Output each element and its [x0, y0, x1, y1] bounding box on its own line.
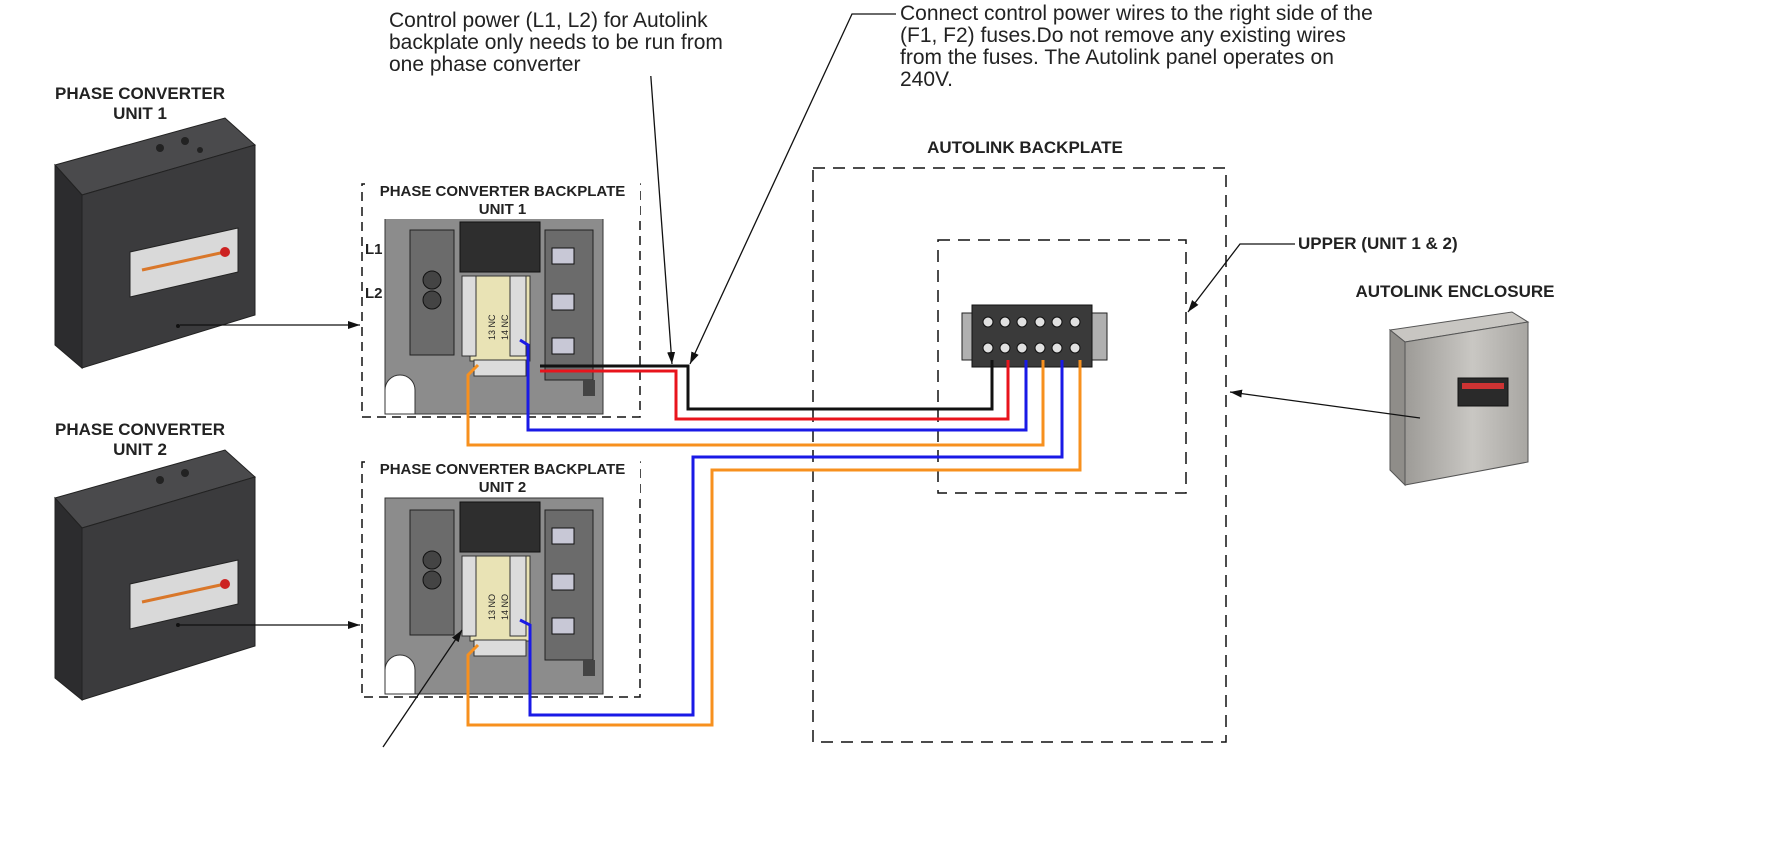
phase-converter-unit-2: [54, 449, 256, 702]
wires: [466, 338, 1082, 727]
l2-label: L2: [365, 285, 383, 302]
contact-14nc: 14 NC: [500, 314, 510, 340]
terminal-block: [961, 304, 1108, 368]
l1-label: L1: [365, 241, 383, 258]
wire-black: [540, 360, 994, 411]
autolink-backplate-outline: [812, 167, 1227, 743]
wire-blue-1: [519, 338, 1028, 432]
wire-orange-1: [466, 360, 1045, 447]
control-power-note: Control power (L1, L2) for Autolink back…: [389, 9, 723, 76]
unit-1-title: PHASE CONVERTER UNIT 1: [54, 84, 226, 123]
wire-red: [540, 360, 1010, 421]
backplate-2-title: PHASE CONVERTER BACKPLATE UNIT 2: [365, 461, 640, 497]
connect-wires-note: Connect control power wires to the right…: [900, 2, 1373, 91]
backplate-unit-1: [361, 183, 641, 418]
wire-blue-2: [519, 360, 1064, 717]
contact-13nc: 13 NC: [487, 314, 497, 340]
unit-2-title: PHASE CONVERTER UNIT 2: [54, 420, 226, 459]
autolink-enclosure-title: AUTOLINK ENCLOSURE: [1355, 282, 1555, 301]
contact-13no: 13 NO: [487, 593, 497, 620]
upper-label: UPPER (UNIT 1 & 2): [1298, 234, 1458, 253]
contact-14no: 14 NO: [500, 593, 510, 620]
backplate-unit-2: [361, 461, 641, 698]
upper-box-outline: [937, 239, 1187, 494]
leaders: [180, 13, 1421, 748]
autolink-backplate-title: AUTOLINK BACKPLATE: [927, 138, 1123, 157]
phase-converter-unit-1: [54, 117, 257, 370]
autolink-enclosure: [1388, 311, 1530, 487]
backplate-1-title: PHASE CONVERTER BACKPLATE UNIT 1: [365, 183, 640, 219]
wire-orange-2: [466, 360, 1082, 727]
